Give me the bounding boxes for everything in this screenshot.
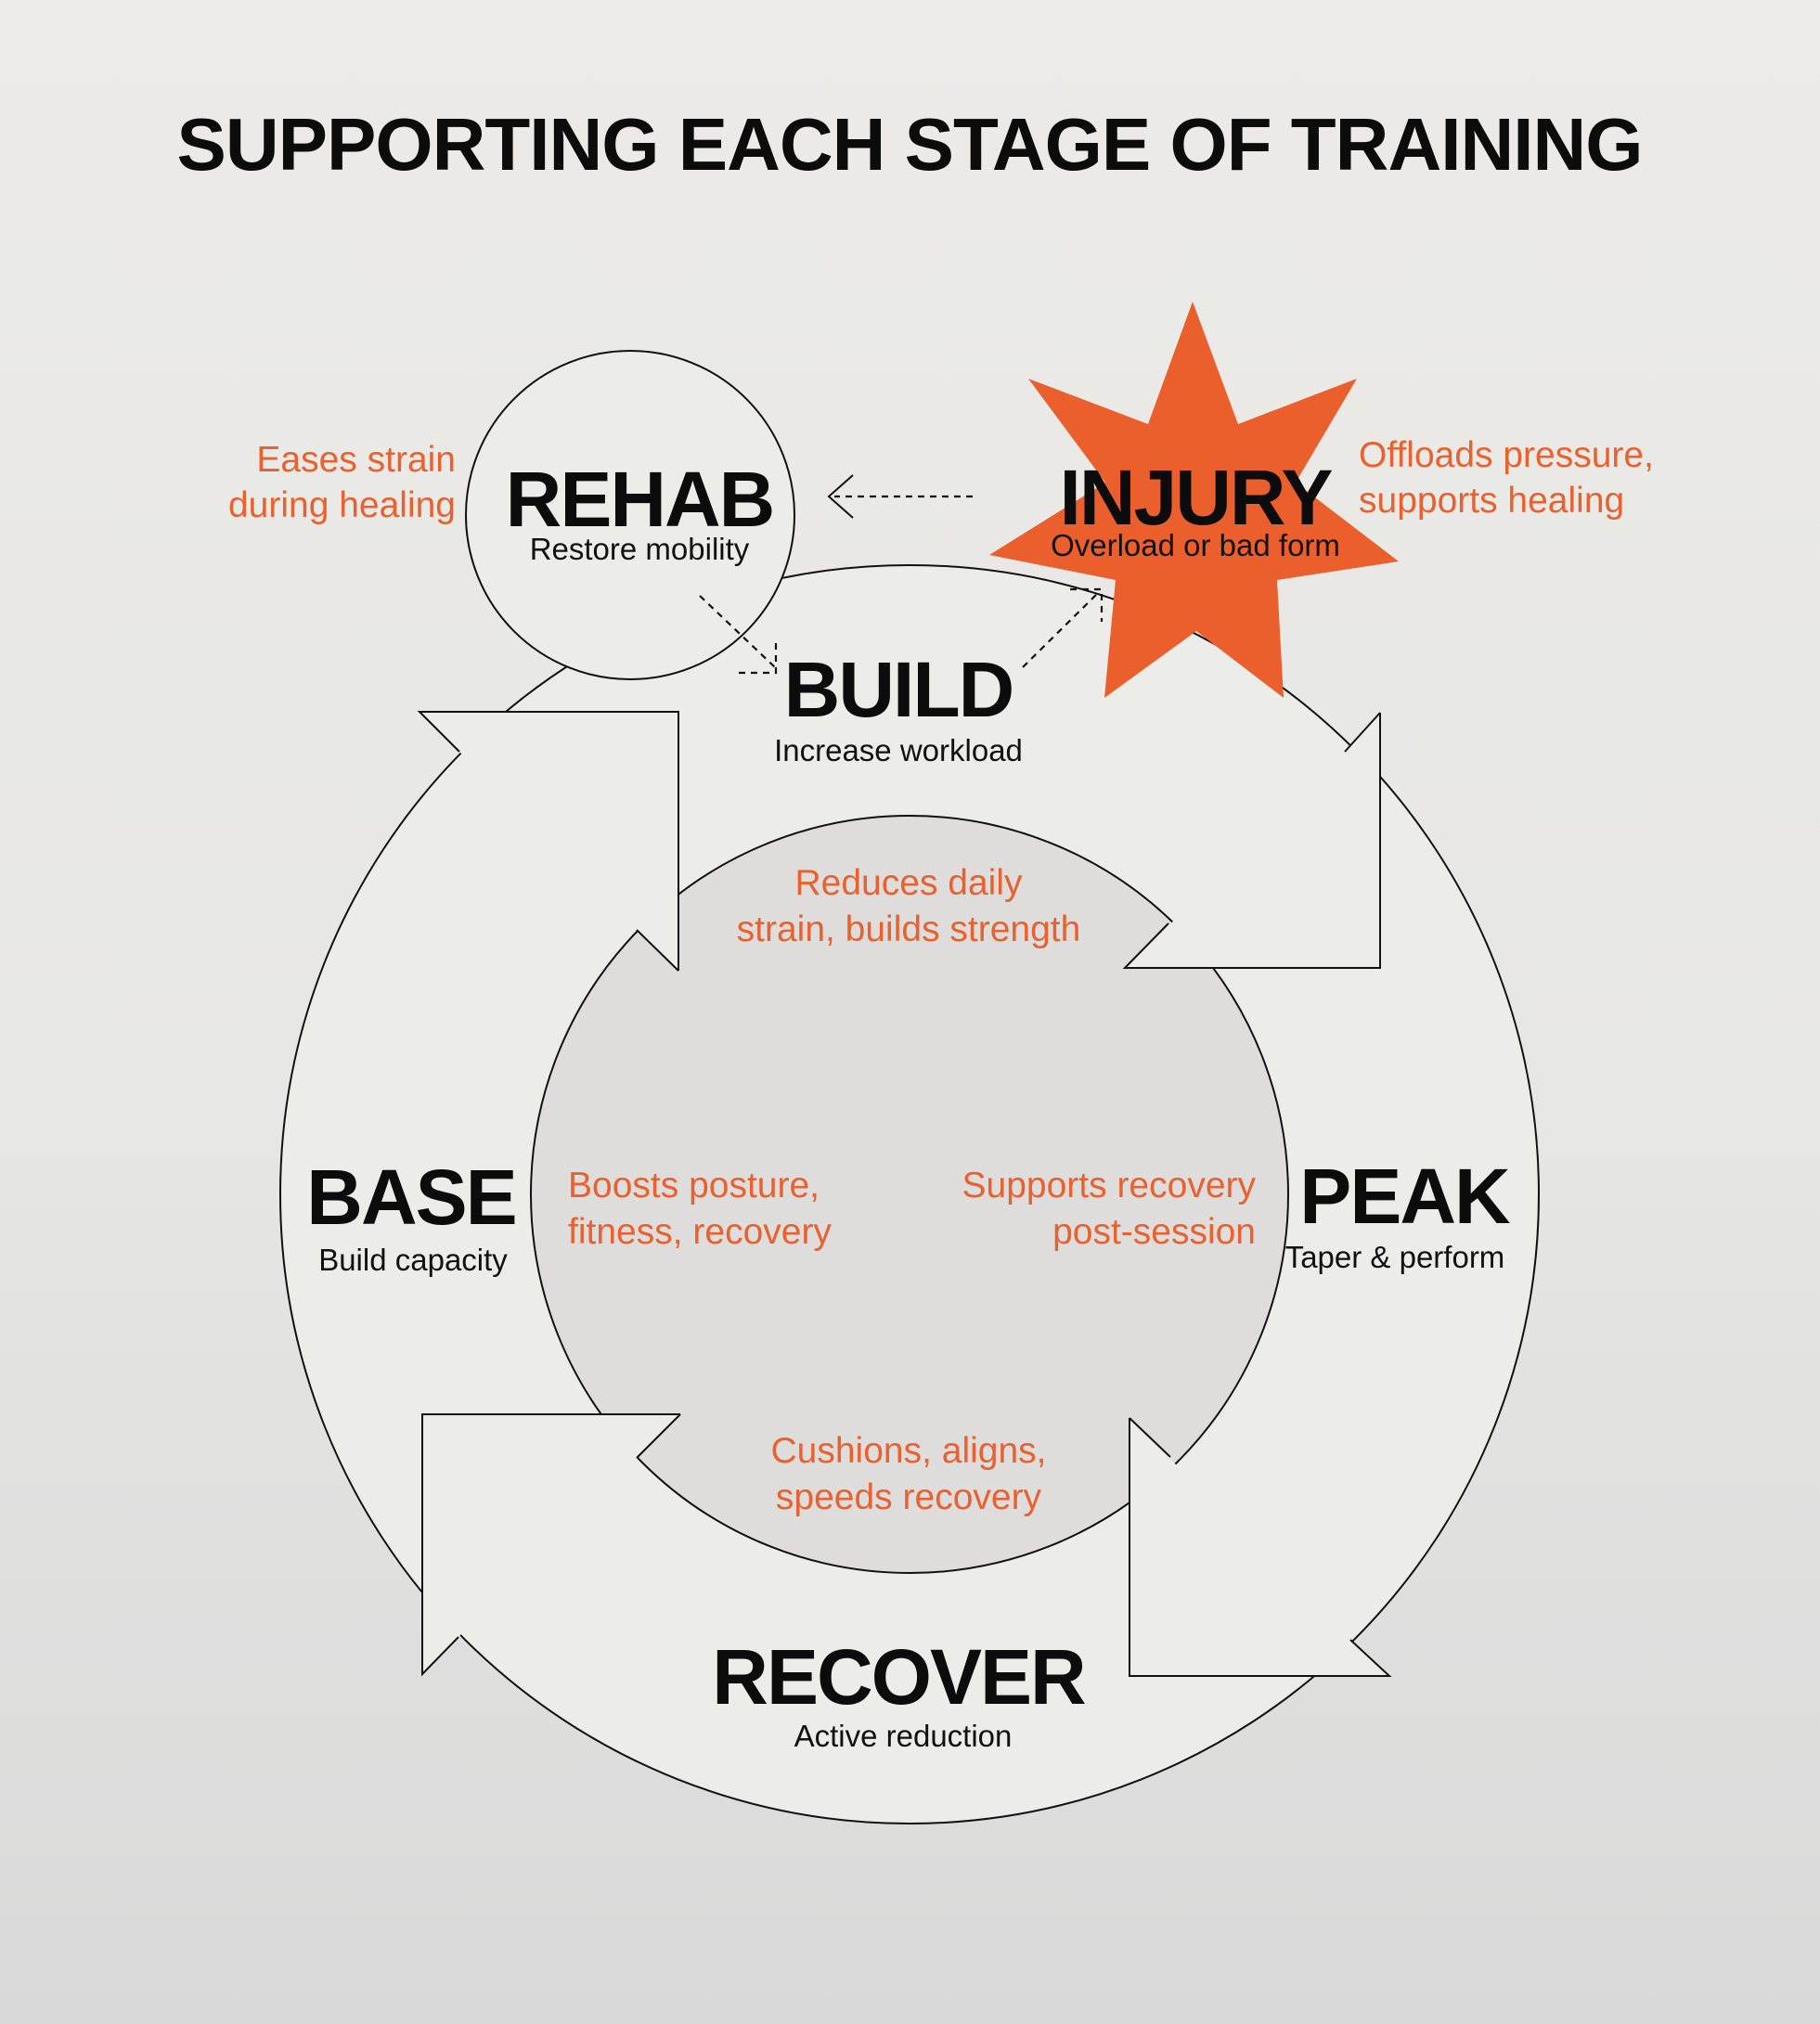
stage-rehab-name: REHAB [506,456,774,543]
arrow-rehab-to-build [699,595,778,675]
stage-build-desc: Increase workload [774,733,1023,767]
note-rehab: Eases strain during healing [228,440,456,525]
stage-peak-name: PEAK [1299,1153,1510,1240]
note-recover: Cushions, aligns, speeds recovery [771,1431,1047,1517]
stage-base-desc: Build capacity [318,1243,508,1277]
stage-rehab: REHAB Restore mobility [506,456,776,566]
stage-recover-desc: Active reduction [794,1719,1013,1753]
note-peak-line-1: Supports recovery [962,1166,1257,1205]
rehab-circle [465,350,795,680]
arrow-build-to-injury [1022,587,1104,668]
stage-peak: PEAK Taper & perform [1285,1153,1512,1274]
arrow-injury-to-rehab [827,474,973,519]
note-recover-line-1: Cushions, aligns, [771,1431,1047,1471]
stage-base: BASE Build capacity [306,1154,517,1277]
stage-rehab-desc: Restore mobility [530,532,750,566]
stage-injury: INJURY Overload or bad form [1051,454,1340,562]
stage-injury-name: INJURY [1060,454,1333,541]
note-build: Reduces daily strain, builds strength [737,863,1081,949]
page-title: SUPPORTING EACH STAGE OF TRAINING [177,103,1643,186]
note-peak-line-2: post-session [1052,1212,1256,1252]
stage-injury-desc: Overload or bad form [1051,528,1340,562]
stage-build-name: BUILD [784,646,1013,733]
stage-build: BUILD Increase workload [774,646,1023,767]
note-peak: Supports recovery post-session [962,1166,1257,1252]
note-build-line-1: Reduces daily [795,863,1023,903]
cycle-arrow-build-to-peak [1122,712,1381,969]
stage-recover: RECOVER Active reduction [712,1633,1087,1753]
note-rehab-line-2: during healing [228,485,456,525]
cycle-arrow-peak-to-recover [1129,1417,1392,1677]
cycle-arrow-recover-to-base [421,1413,681,1677]
note-recover-line-2: speeds recovery [776,1477,1042,1517]
stage-recover-name: RECOVER [712,1633,1085,1721]
injury-starburst [989,302,1399,698]
note-base-line-2: fitness, recovery [568,1212,832,1252]
stage-peak-desc: Taper & perform [1285,1240,1505,1274]
note-injury-line-1: Offloads pressure, [1359,435,1654,475]
note-base-line-1: Boosts posture, [568,1166,820,1205]
inner-cycle-disc [530,815,1289,1574]
note-rehab-line-1: Eases strain [256,440,456,480]
cycle-arrow-base-to-build [417,711,679,972]
stage-base-name: BASE [306,1154,515,1241]
note-build-line-2: strain, builds strength [737,909,1081,949]
note-injury-line-2: supports healing [1359,481,1624,521]
note-injury: Offloads pressure, supports healing [1359,435,1654,521]
note-base: Boosts posture, fitness, recovery [568,1166,832,1252]
